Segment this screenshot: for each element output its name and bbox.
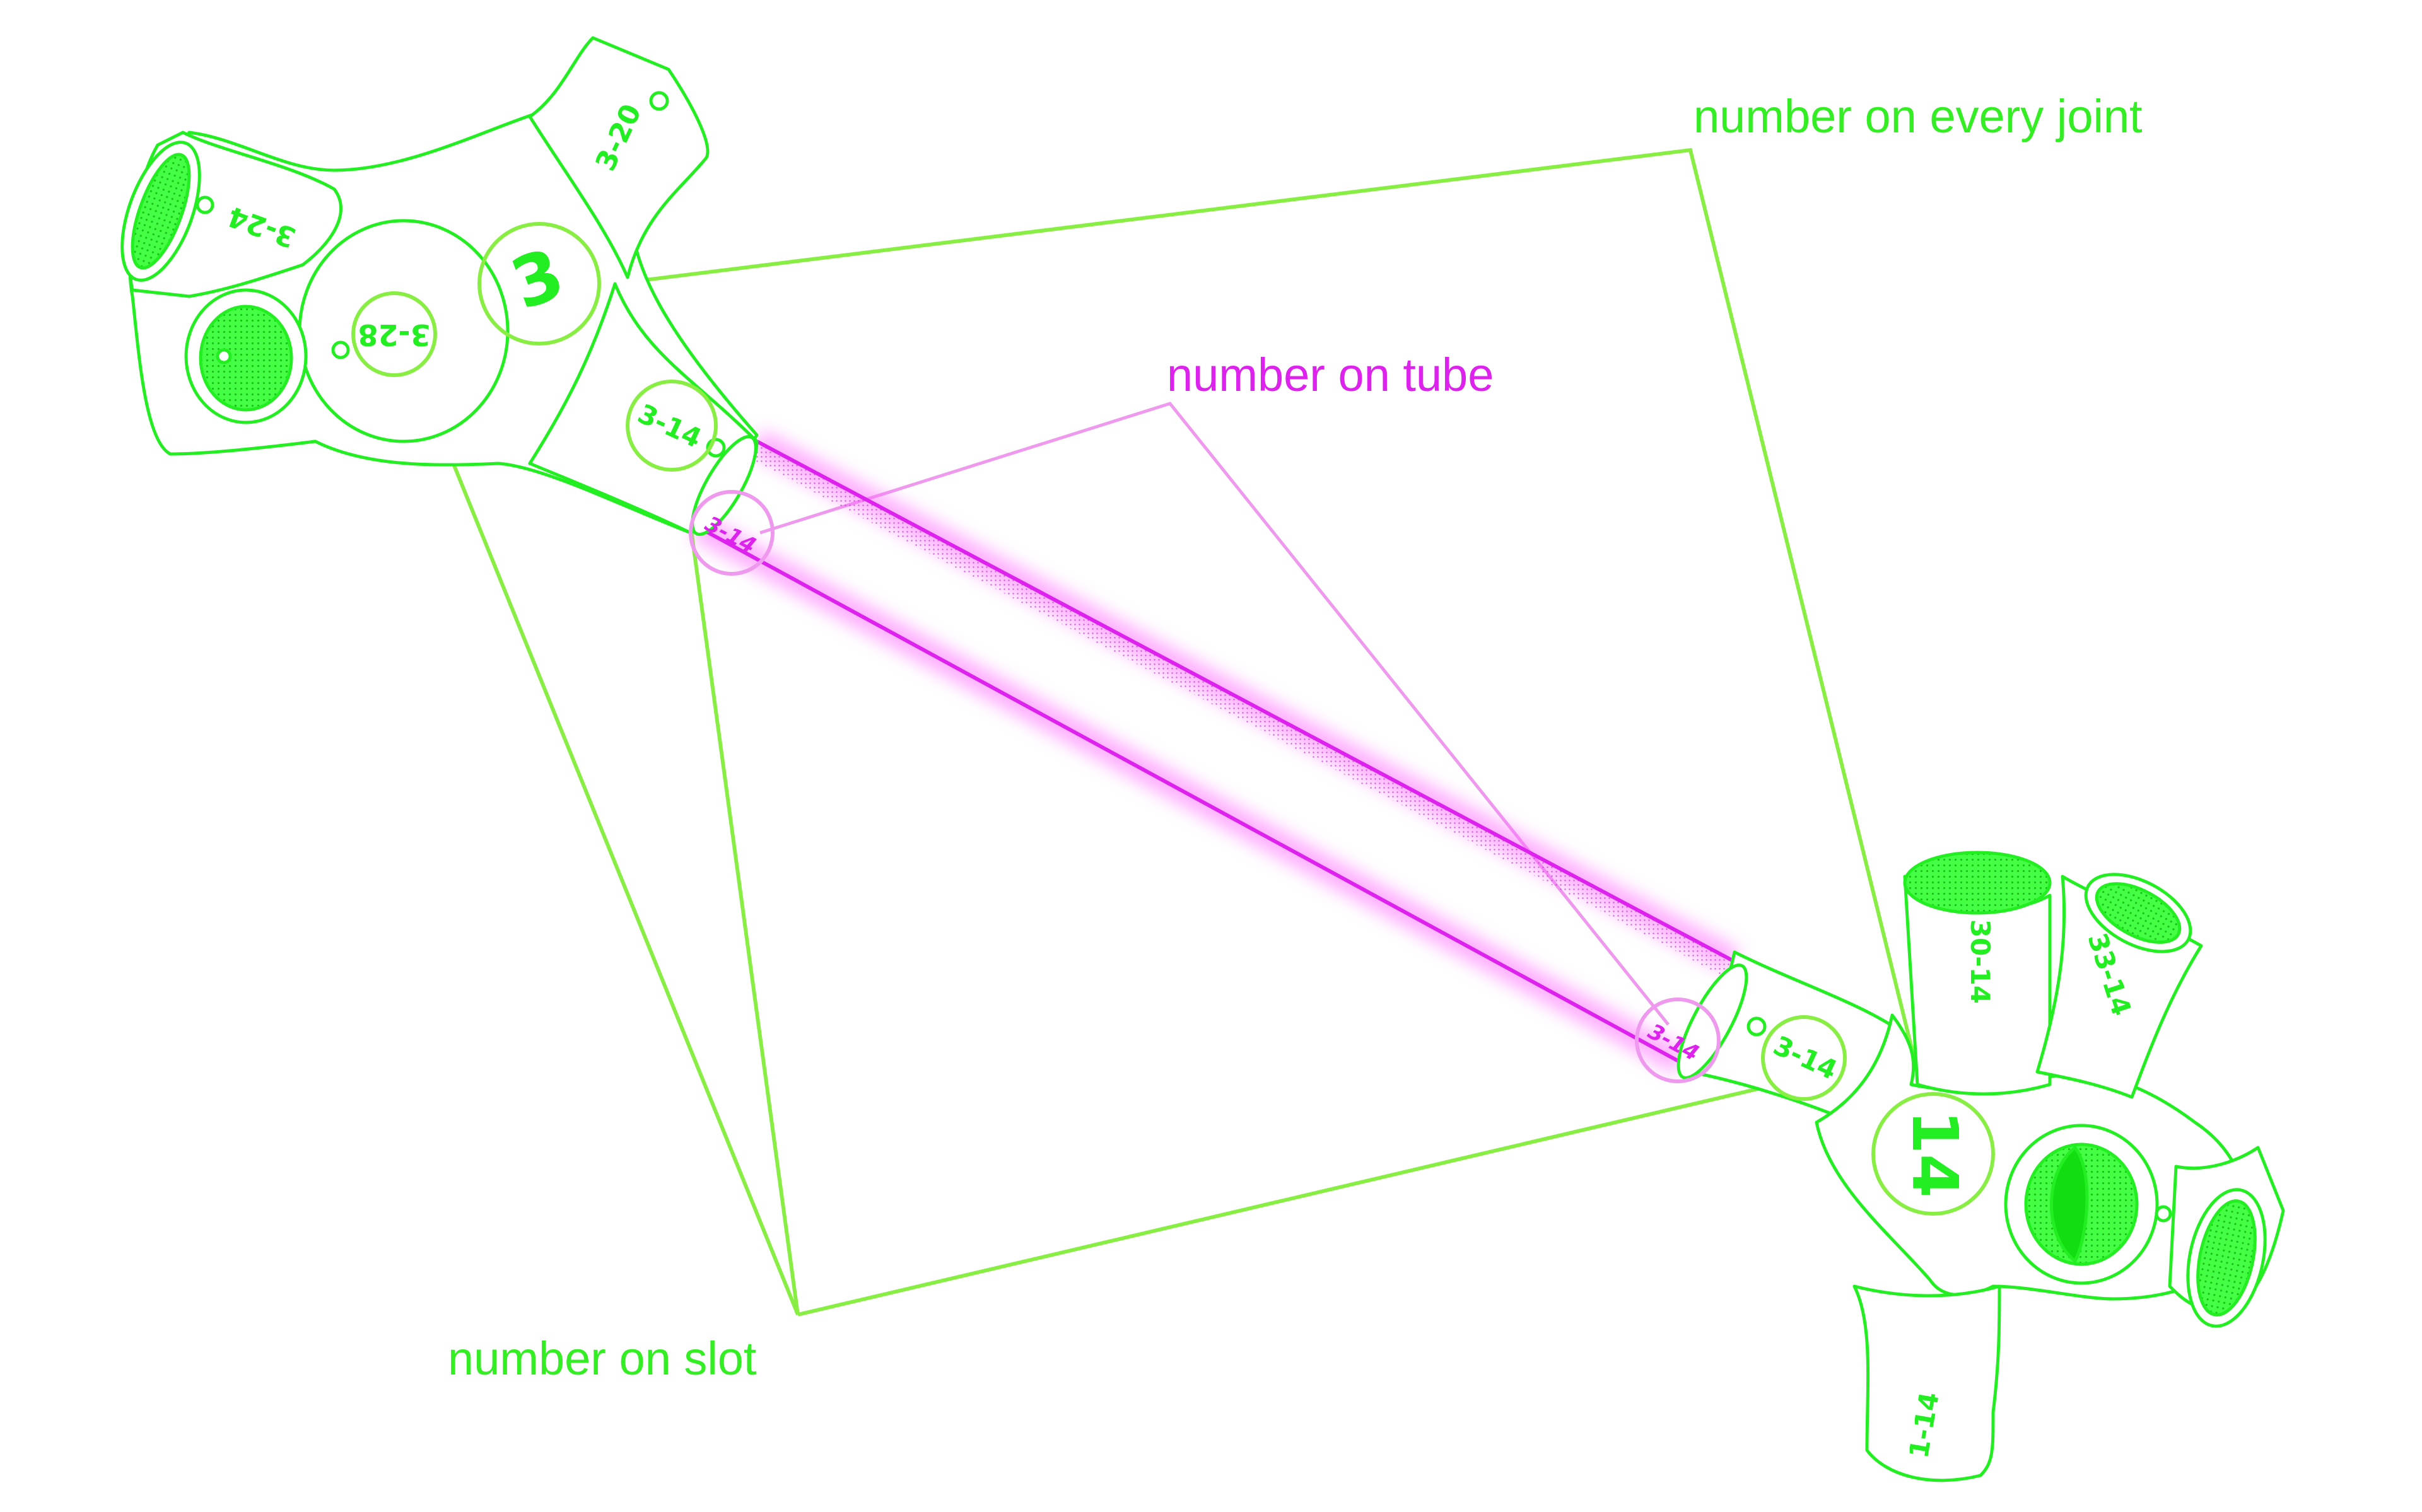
tube-circle-end-a	[689, 490, 775, 576]
slot-circle-3-14	[1761, 1015, 1847, 1101]
callout-tube: number on tube	[1167, 349, 1494, 401]
tube-edge-top	[756, 439, 1736, 963]
joint-14-screw-holes	[1746, 1016, 2172, 1223]
screw-hole-icon	[1746, 1016, 1767, 1037]
joint-3-socket-3-24-inner	[131, 153, 191, 270]
screw-hole-icon	[196, 195, 214, 214]
screw-hole-icon	[649, 91, 669, 111]
joint-3-highlight-circles	[351, 222, 718, 472]
callout-every-joint: number on every joint	[1694, 90, 2143, 142]
joint-14	[1676, 851, 2285, 1482]
joint-14-socket-30-14	[1903, 851, 2052, 915]
joint-leader-lines	[414, 148, 1926, 1317]
callout-slot: number on slot	[448, 1332, 757, 1385]
screw-hole-icon	[2155, 1205, 2172, 1223]
slot-label-3-28: 3-28	[358, 318, 430, 352]
joint-14-socket-33-14-inner	[2095, 882, 2182, 944]
tube-edge-bottom	[696, 525, 1682, 1064]
joint-3-screw-holes	[196, 91, 726, 458]
tube-circle-end-b	[1635, 997, 1721, 1083]
slot-label-30-14: 30-14	[1965, 919, 1996, 1004]
slot-number-leader-a	[414, 371, 800, 1316]
joint-14-socket-front-shadow	[2050, 1146, 2089, 1263]
tube-shade	[751, 441, 1735, 977]
joint-3	[120, 36, 759, 536]
tube-number-leader	[759, 402, 1670, 1026]
joint-14-socket-right-inner	[2196, 1199, 2257, 1317]
slot-number-leader-b	[797, 1086, 1764, 1317]
joint-number-circle	[477, 222, 601, 346]
joint-14-highlight-circles	[1761, 1015, 1995, 1216]
joint-14-number: 14	[1898, 1110, 1972, 1197]
screw-hole-icon	[331, 340, 350, 359]
screw-hole-icon	[216, 348, 232, 364]
joint-3-socket-3-28-inner	[199, 305, 293, 412]
joint-number-circle	[1871, 1092, 1995, 1216]
slot-circle-3-14	[626, 380, 718, 472]
joint-14-arm-1-14	[1852, 1284, 2001, 1482]
slot-circle-3-28	[351, 291, 437, 377]
tube-leader-lines	[759, 402, 1670, 1026]
tube	[691, 430, 1741, 1074]
joint-number-leader	[614, 148, 1926, 1098]
